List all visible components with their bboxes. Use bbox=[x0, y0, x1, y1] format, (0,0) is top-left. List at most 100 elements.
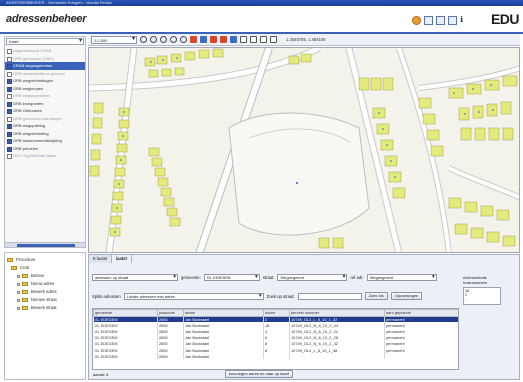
layer-item[interactable]: GRB gebouwen (GBG) bbox=[5, 55, 85, 63]
tree-item-label: Bewerk straat bbox=[31, 305, 57, 310]
refresh-icon[interactable] bbox=[250, 36, 257, 43]
expand-icon[interactable] bbox=[17, 306, 20, 310]
table-cell: 2 bbox=[263, 316, 290, 323]
selection-list-item[interactable]: 18 bbox=[465, 289, 469, 293]
table-cell: GL EDEGEM bbox=[93, 346, 158, 354]
table-cell: 10749_GL2_N_8_10_2_32 bbox=[289, 340, 385, 347]
tree-item[interactable]: Beheer bbox=[7, 272, 83, 280]
copy-icon[interactable] bbox=[240, 36, 247, 43]
table-cell: 10749_GL2_N_8_10_2_44 bbox=[289, 322, 385, 329]
layer-item[interactable]: GRB huisnummerafsnijding bbox=[5, 137, 85, 145]
column-header[interactable]: aard geplande bbox=[384, 309, 458, 317]
line-icon[interactable] bbox=[210, 36, 217, 43]
pan-icon[interactable] bbox=[140, 36, 147, 43]
tab-elaatst[interactable]: E:laatst bbox=[89, 255, 112, 263]
window-icon[interactable] bbox=[436, 16, 445, 25]
table-cell: Jan Bockstael bbox=[183, 322, 264, 329]
expand-icon[interactable] bbox=[17, 282, 20, 286]
map-view[interactable] bbox=[88, 47, 520, 253]
tree-item-label: Nieuw adres bbox=[31, 281, 55, 286]
table-cell: 10749_GL2_N_8_10_2_24 bbox=[289, 328, 385, 335]
add-address-button[interactable]: toevoegen adres en naar op kaart bbox=[225, 370, 294, 378]
layer-item[interactable]: OGC-DigitalGlobe Basis bbox=[5, 152, 85, 160]
layer-item[interactable]: GRB wegverbinding bbox=[5, 130, 85, 138]
tab-laatst[interactable]: laatst bbox=[111, 255, 132, 263]
zoom-in-icon[interactable] bbox=[150, 36, 157, 43]
print-icon[interactable] bbox=[260, 36, 267, 43]
selection-list-item[interactable]: ... bbox=[465, 297, 468, 301]
tree-item[interactable]: Crab bbox=[7, 264, 83, 272]
straat-value: Wegsegment bbox=[280, 275, 304, 280]
search-label: Zoek op straat: bbox=[266, 293, 295, 299]
layer-item[interactable]: GRB percelen bbox=[5, 145, 85, 153]
expand-icon[interactable] bbox=[17, 290, 20, 294]
tree-item[interactable]: Nieuwe straat bbox=[7, 296, 83, 304]
folder-icon bbox=[22, 290, 28, 294]
map-canvas[interactable] bbox=[89, 48, 520, 253]
tree-item-label: Beheer bbox=[31, 273, 45, 278]
layer-group-select[interactable]: Kaart bbox=[6, 37, 84, 45]
window-icon[interactable] bbox=[448, 16, 457, 25]
layer-item[interactable]: GRB kruispunten bbox=[5, 100, 85, 108]
search-button[interactable]: Zoek bis bbox=[364, 292, 388, 300]
tree-item[interactable]: Bewerk adres bbox=[7, 288, 83, 296]
measure-icon[interactable] bbox=[200, 36, 207, 43]
table-cell: 10749_GL2_N_8_10_2_28 bbox=[289, 334, 385, 341]
scale-select[interactable]: 1:2,500 bbox=[91, 35, 137, 44]
scrollbar-thumb[interactable] bbox=[17, 244, 75, 247]
layer-item[interactable]: GRB gebouwen aan wegen bbox=[5, 115, 85, 123]
action-button[interactable]: Opzoekingen bbox=[390, 292, 423, 300]
layer-item[interactable]: wegenbestand CRAB bbox=[5, 47, 85, 55]
straat-select[interactable]: Wegsegment bbox=[277, 274, 348, 281]
status-count: aantal: 6 bbox=[93, 372, 109, 377]
layer-item[interactable]: GRB wegsegmenten bbox=[5, 92, 85, 100]
horizontal-scrollbar[interactable] bbox=[5, 242, 85, 247]
layer-item[interactable]: GRB wegverbindingen bbox=[5, 77, 85, 85]
expand-icon[interactable] bbox=[17, 298, 20, 302]
tree-item[interactable]: Procedure bbox=[7, 256, 83, 264]
layer-item[interactable]: GRB Gebouwen bbox=[5, 107, 85, 115]
mode-select[interactable]: Lokale adressen met adres bbox=[123, 292, 264, 300]
info-icon[interactable]: ℹ bbox=[460, 15, 464, 24]
select-icon[interactable] bbox=[190, 36, 197, 43]
polygon-icon[interactable] bbox=[220, 36, 227, 43]
layer-item[interactable]: CRAB wegsegmenten bbox=[5, 62, 85, 70]
table-cell: permanent bbox=[384, 346, 458, 354]
selection-list-item[interactable]: 2 bbox=[465, 293, 467, 297]
layer-item[interactable]: GRB wegknopen bbox=[5, 85, 85, 93]
window-titlebar: ADRESSENBEHEER - Gemeente Edegem - Mozil… bbox=[0, 0, 523, 6]
gemeente-select[interactable]: GL EDEGEM bbox=[203, 274, 260, 281]
layer-item[interactable]: GRB wegopdeling bbox=[5, 122, 85, 130]
edit-icon[interactable] bbox=[230, 36, 237, 43]
ref-select[interactable]: Wegsegment bbox=[366, 274, 437, 281]
identify-icon[interactable] bbox=[180, 36, 187, 43]
table-cell: GL EDEGEM bbox=[93, 334, 158, 341]
window-title: ADRESSENBEHEER - Gemeente Edegem - Mozil… bbox=[6, 0, 113, 5]
scale-value: 1:2,500 bbox=[94, 37, 108, 43]
tree-item[interactable]: Bewerk straat bbox=[7, 304, 83, 312]
layer-item[interactable]: GRB administratieve grenzen bbox=[5, 70, 85, 78]
tree-item[interactable]: Nieuw adres bbox=[7, 280, 83, 288]
table-cell: permanent bbox=[384, 322, 458, 329]
globe-icon[interactable] bbox=[412, 16, 421, 25]
tree-item-label: Bewerk adres bbox=[31, 289, 57, 294]
zoom-out-icon[interactable] bbox=[160, 36, 167, 43]
filter-select[interactable]: adressen op straat bbox=[92, 274, 178, 281]
zoom-extent-icon[interactable] bbox=[170, 36, 177, 43]
export-icon[interactable] bbox=[270, 36, 277, 43]
search-input[interactable] bbox=[297, 292, 362, 300]
expand-icon[interactable] bbox=[17, 274, 20, 278]
window-icon[interactable] bbox=[424, 16, 433, 25]
